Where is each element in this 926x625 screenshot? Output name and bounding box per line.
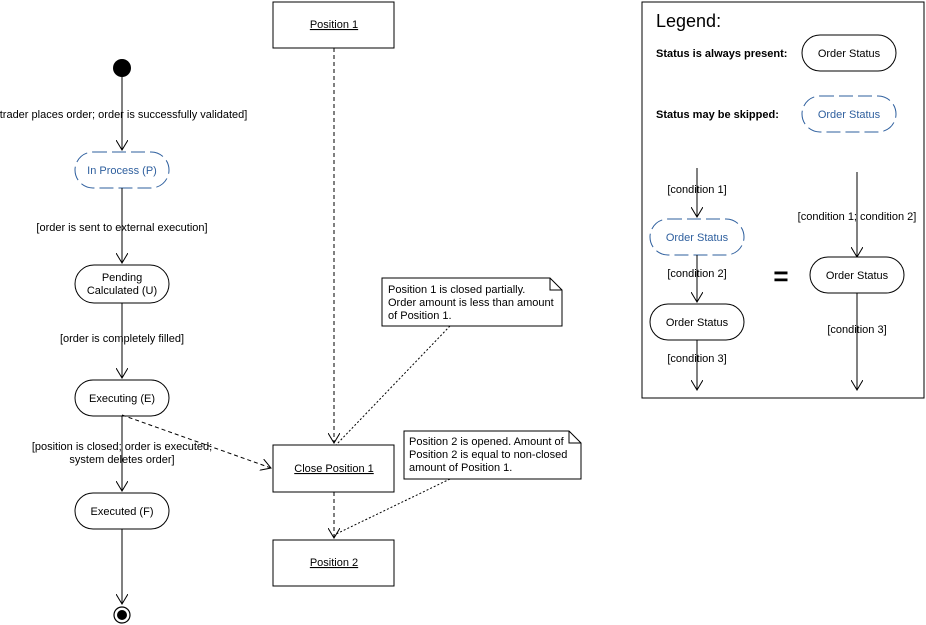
object-close-position1 — [272, 444, 395, 493]
note-2-anchor — [333, 478, 451, 536]
state-pending-label-2: Calculated (U) — [87, 285, 157, 297]
guard-validated: [trader places order; order is successfu… — [0, 109, 247, 121]
object-position2-label: Position 2 — [310, 557, 358, 569]
legend-left-state-label: Order Status — [666, 317, 729, 329]
legend-left-skipped-state-label: Order Status — [666, 232, 729, 244]
legend-always-present-label: Status is always present: — [656, 48, 787, 60]
note-1: Position 1 is closed partially. Order am… — [381, 277, 563, 327]
state-pending-label-1: Pending — [102, 272, 142, 284]
legend-left-condition1: [condition 1] — [667, 184, 726, 196]
legend-always-present-state-label: Order Status — [818, 48, 881, 60]
legend-left-condition3: [condition 3] — [667, 353, 726, 365]
legend-right-condition12: [condition 1; condition 2] — [798, 211, 917, 223]
state-in-process-label: In Process (P) — [87, 165, 157, 177]
guard-closed-1: [position is closed; order is executed; — [32, 441, 212, 453]
guard-sent: [order is sent to external execution] — [36, 222, 207, 234]
note-1-line-2: Order amount is less than amount — [388, 297, 554, 309]
legend-title: Legend: — [656, 11, 721, 31]
note-1-line-1: Position 1 is closed partially. — [388, 284, 525, 296]
legend-left-condition2: [condition 2] — [667, 268, 726, 280]
object-flow-executing-close — [121, 414, 271, 468]
note-2-line-1: Position 2 is opened. Amount of — [409, 436, 565, 448]
legend-may-skip-label: Status may be skipped: — [656, 109, 779, 121]
legend-may-skip-state-label: Order Status — [818, 109, 881, 121]
state-executing-label: Executing (E) — [89, 393, 155, 405]
note-2-line-2: Position 2 is equal to non-closed — [409, 449, 567, 461]
state-pending — [74, 264, 170, 304]
note-2: Position 2 is opened. Amount of Position… — [403, 430, 582, 480]
legend-always-present-state — [801, 34, 897, 72]
legend-right-state-label: Order Status — [826, 270, 889, 282]
final-node — [113, 606, 131, 624]
note-2-line-3: amount of Position 1. — [409, 462, 512, 474]
guard-filled: [order is completely filled] — [60, 333, 184, 345]
legend-may-skip-state — [801, 95, 897, 133]
initial-node — [113, 59, 131, 77]
object-position1-label: Position 1 — [310, 19, 358, 31]
note-1-anchor — [335, 325, 451, 446]
object-position2 — [272, 539, 395, 587]
guard-closed-2: system deletes order] — [69, 454, 174, 466]
legend-equals: = — [773, 261, 788, 291]
object-close-position1-label: Close Position 1 — [294, 463, 374, 475]
note-1-line-3: of Position 1. — [388, 310, 452, 322]
legend-right-condition3: [condition 3] — [827, 324, 886, 336]
state-executed-label: Executed (F) — [91, 506, 154, 518]
